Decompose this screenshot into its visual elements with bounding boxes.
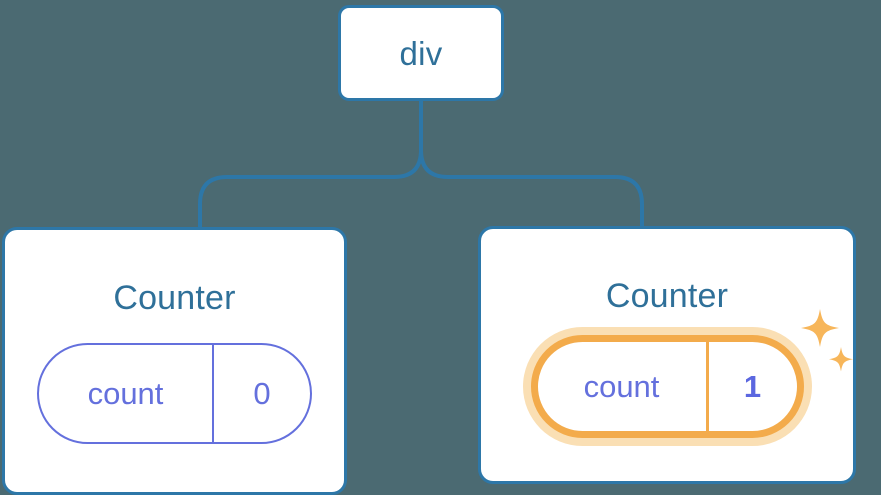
component-title: Counter	[605, 277, 729, 315]
component-node-counter-right[interactable]: Counter count 1	[478, 226, 856, 484]
state-pill-key-cell: count	[538, 342, 709, 431]
sparkle-four-point-icon	[800, 309, 839, 347]
state-pill[interactable]: count 0	[37, 343, 312, 444]
connector-edge-right	[419, 149, 644, 229]
state-pill-key-cell: count	[39, 345, 214, 442]
state-pill-wrapper: count 1	[530, 309, 853, 438]
component-node-counter-left[interactable]: Counter count 0	[2, 227, 347, 495]
connector-edge-left	[198, 149, 423, 229]
state-pill-highlighted[interactable]: count 1	[530, 335, 804, 438]
state-pill-wrapper: count 0	[37, 343, 312, 444]
state-pill-value-cell: 0	[214, 345, 310, 442]
state-value-label: 1	[743, 369, 762, 404]
sparkle-four-point-small-icon	[828, 347, 853, 372]
state-key-label: count	[583, 369, 660, 404]
root-node-label: div	[399, 34, 443, 72]
state-key-label: count	[87, 376, 164, 411]
state-value-label: 0	[253, 376, 271, 411]
root-node-div[interactable]: div	[338, 5, 504, 101]
sparkle-group	[800, 309, 853, 372]
state-pill-value-cell: 1	[709, 342, 797, 431]
component-title: Counter	[113, 279, 236, 317]
